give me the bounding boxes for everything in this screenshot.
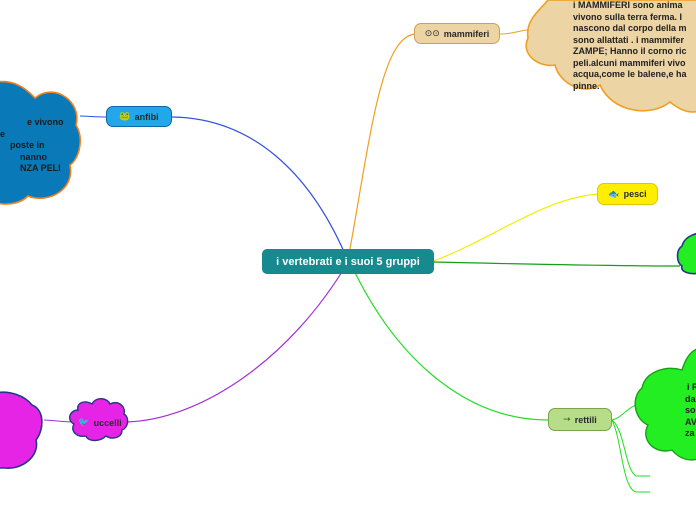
- uccelli-connector: [125, 261, 349, 423]
- frog-icon: 🐸: [119, 111, 131, 121]
- mammiferi-note-connector: [499, 29, 529, 35]
- anfibi-connector: [171, 116, 349, 262]
- pesci-connector: [433, 193, 598, 262]
- note-line: za: [685, 428, 695, 438]
- branch-anfibi[interactable]: 🐸 anfibi: [106, 106, 172, 127]
- note-line: sono allattati . i mammifer: [573, 34, 685, 45]
- note-line: NZA PELI: [20, 163, 61, 173]
- note-line: e vivono: [27, 117, 64, 127]
- note-line: poste in: [10, 140, 45, 150]
- branch-pesci-label: pesci: [623, 189, 647, 199]
- uccelli-node-shape: [68, 398, 129, 442]
- anfibi-cloud: [0, 80, 81, 205]
- note-line: i MAMMIFERI sono anima: [573, 0, 683, 10]
- note-line: nascono dal corpo della m: [573, 23, 687, 33]
- branch-mammiferi[interactable]: ⊙⊙ mammiferi: [414, 23, 500, 44]
- note-line: e: [0, 128, 6, 139]
- rettili-cloud: [634, 348, 696, 461]
- mammiferi-connector: [347, 33, 415, 261]
- branch-uccelli-label: uccelli: [93, 417, 122, 428]
- note-line: acqua,come le balene,e ha: [573, 69, 687, 79]
- binoculars-icon: ⊙⊙: [424, 28, 440, 38]
- note-line: peli.alcuni mammiferi vivo: [573, 57, 686, 68]
- central-topic-label: i vertebrati e i suoi 5 gruppi: [276, 255, 420, 268]
- rettili-sub-connector-2: [611, 419, 650, 493]
- branch-rettili-label: rettili: [574, 414, 597, 425]
- branch-rettili[interactable]: ➙ rettili: [548, 408, 612, 431]
- branch-anfibi-label: anfibi: [134, 111, 159, 122]
- rettili-connector: [349, 261, 549, 421]
- bird-icon: 🐦: [78, 417, 90, 427]
- uccelli-cloud: [0, 391, 43, 469]
- note-line: i R: [687, 382, 696, 392]
- rettili-sub-connector-1: [611, 419, 650, 477]
- branch-pesci[interactable]: 🐟 pesci: [597, 183, 658, 205]
- note-line: da: [685, 393, 696, 404]
- note-line: pinne.: [573, 80, 600, 91]
- green-edge-connector: [433, 261, 681, 267]
- central-topic[interactable]: i vertebrati e i suoi 5 gruppi: [262, 249, 434, 274]
- fish-icon: 🐟: [608, 188, 620, 199]
- note-line: nanno: [20, 151, 47, 162]
- note-line: vivono sulla terra ferma. I: [573, 11, 683, 22]
- crocodile-icon: ➙: [563, 414, 571, 424]
- branch-uccelli[interactable]: 🐦 uccelli: [74, 409, 126, 436]
- note-line: ZAMPE; Hanno il corno ric: [573, 46, 687, 56]
- mammiferi-cloud: [525, 0, 696, 113]
- green-edge-cloud: [676, 232, 696, 275]
- branch-mammiferi-label: mammiferi: [443, 28, 490, 39]
- anfibi-note-connector: [79, 115, 107, 118]
- note-line: AV: [685, 416, 696, 427]
- note-line: so: [685, 405, 696, 415]
